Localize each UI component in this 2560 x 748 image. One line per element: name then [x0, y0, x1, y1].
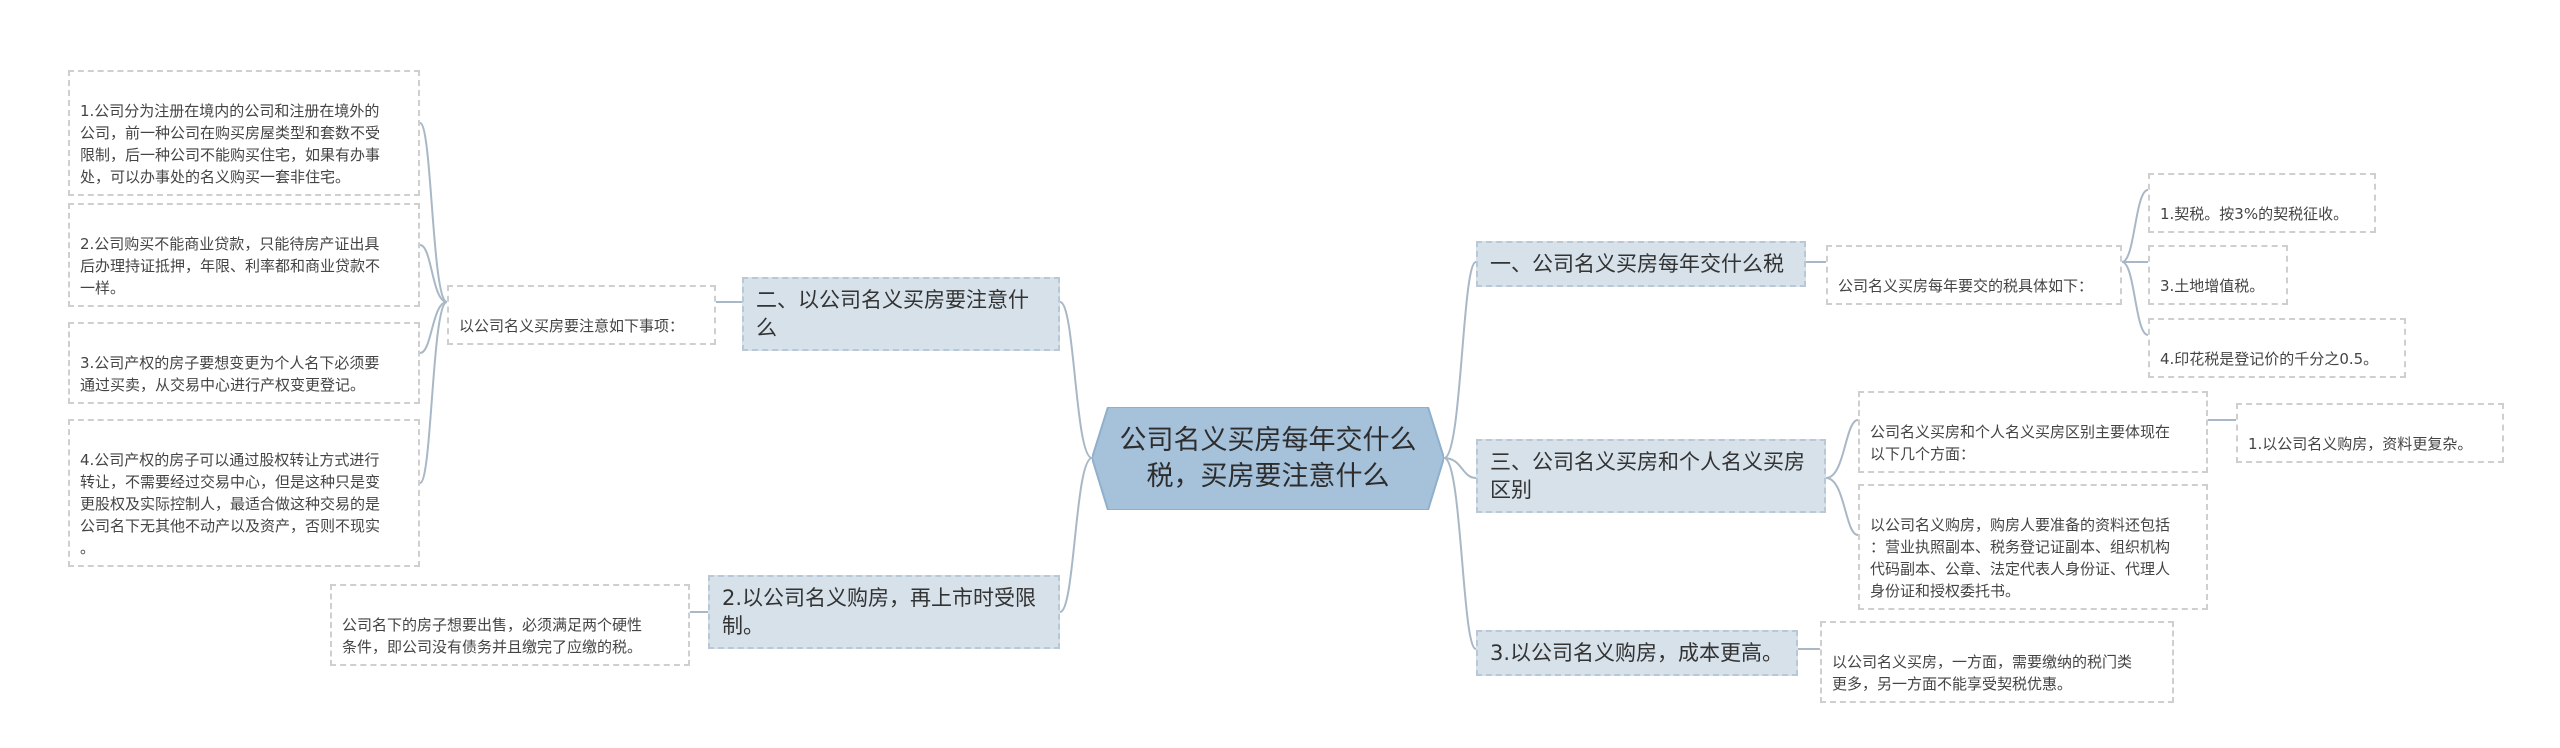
link-root-cost [1443, 457, 1477, 650]
tax-item-3[interactable]: 4.印花税是登记价的千分之0.5。 [2148, 318, 2406, 378]
branch-taxes[interactable]: 一、公司名义买房每年交什么税 [1476, 241, 1806, 287]
attention-item-4-text: 4.公司产权的房子可以通过股权转让方式进行 转让，不需要经过交易中心，但是这种只… [80, 451, 381, 557]
link-intro-item4 [419, 301, 448, 484]
link-intro-item1 [419, 122, 448, 303]
attention-item-1[interactable]: 1.公司分为注册在境内的公司和注册在境外的 公司，前一种公司在购买房屋类型和套数… [68, 70, 420, 196]
branch-taxes-label: 一、公司名义买房每年交什么税 [1490, 252, 1784, 276]
taxes-intro[interactable]: 公司名义买房每年要交的税具体如下： [1826, 245, 2122, 305]
branch-difference-label: 三、公司名义买房和个人名义买房 区别 [1490, 450, 1805, 502]
link-root-difference [1443, 457, 1477, 479]
root-hexagon [1092, 407, 1444, 510]
attention-item-1-text: 1.公司分为注册在境内的公司和注册在境外的 公司，前一种公司在购买房屋类型和套数… [80, 102, 381, 186]
attention-intro[interactable]: 以公司名义买房要注意如下事项： [447, 285, 716, 345]
branch-attention-label: 二、以公司名义买房要注意什么 [756, 288, 1029, 340]
difference-detail[interactable]: 以公司名义购房，购房人要准备的资料还包括 ：营业执照副本、税务登记证副本、组织机… [1858, 484, 2208, 610]
branch-resale[interactable]: 2.以公司名义购房，再上市时受限 制。 [708, 575, 1060, 649]
root-topic[interactable]: 公司名义买房每年交什么 税，买房要注意什么 [1092, 407, 1444, 510]
branch-attention[interactable]: 二、以公司名义买房要注意什么 [742, 277, 1060, 351]
attention-item-3-text: 3.公司产权的房子要想变更为个人名下必须要 通过买卖，从交易中心进行产权变更登记… [80, 354, 380, 394]
tax-item-1[interactable]: 1.契税。按3%的契税征收。 [2148, 173, 2376, 233]
attention-item-3[interactable]: 3.公司产权的房子要想变更为个人名下必须要 通过买卖，从交易中心进行产权变更登记… [68, 322, 420, 404]
tax-item-3-text: 4.印花税是登记价的千分之0.5。 [2160, 350, 2379, 368]
link-difference-detail [1825, 477, 1859, 536]
link-difference-intro [1825, 419, 1859, 479]
resale-detail[interactable]: 公司名下的房子想要出售，必须满足两个硬性 条件，即公司没有债务并且缴完了应缴的税… [330, 584, 690, 666]
difference-intro[interactable]: 公司名义买房和个人名义买房区别主要体现在 以下几个方面： [1858, 391, 2208, 473]
link-taxes-item1 [2121, 189, 2149, 263]
link-root-attention [1059, 301, 1093, 459]
link-root-taxes [1443, 261, 1477, 459]
attention-item-4[interactable]: 4.公司产权的房子可以通过股权转让方式进行 转让，不需要经过交易中心，但是这种只… [68, 419, 420, 567]
cost-detail-text: 以公司名义买房，一方面，需要缴纳的税门类 更多，另一方面不能享受契税优惠。 [1832, 653, 2133, 693]
root-label: 公司名义买房每年交什么 税，买房要注意什么 [1119, 424, 1417, 492]
link-intro-item3 [419, 301, 448, 354]
branch-cost[interactable]: 3.以公司名义购房，成本更高。 [1476, 630, 1798, 676]
attention-item-2-text: 2.公司购买不能商业贷款，只能待房产证出具 后办理持证抵押，年限、利率都和商业贷… [80, 235, 381, 297]
attention-item-2[interactable]: 2.公司购买不能商业贷款，只能待房产证出具 后办理持证抵押，年限、利率都和商业贷… [68, 203, 420, 307]
tax-item-2[interactable]: 3.土地增值税。 [2148, 245, 2288, 305]
tax-item-2-text: 3.土地增值税。 [2160, 277, 2265, 295]
difference-sub[interactable]: 1.以公司名义购房，资料更复杂。 [2236, 403, 2504, 463]
cost-detail[interactable]: 以公司名义买房，一方面，需要缴纳的税门类 更多，另一方面不能享受契税优惠。 [1820, 621, 2174, 703]
difference-intro-label: 公司名义买房和个人名义买房区别主要体现在 以下几个方面： [1870, 423, 2171, 463]
branch-resale-label: 2.以公司名义购房，再上市时受限 制。 [722, 586, 1037, 638]
tax-item-1-text: 1.契税。按3%的契税征收。 [2160, 205, 2349, 223]
branch-difference[interactable]: 三、公司名义买房和个人名义买房 区别 [1476, 439, 1826, 513]
resale-detail-text: 公司名下的房子想要出售，必须满足两个硬性 条件，即公司没有债务并且缴完了应缴的税… [342, 616, 643, 656]
link-intro-item2 [419, 244, 448, 303]
taxes-intro-label: 公司名义买房每年要交的税具体如下： [1838, 277, 2094, 295]
attention-intro-label: 以公司名义买房要注意如下事项： [459, 317, 685, 335]
link-taxes-item3 [2121, 261, 2149, 336]
difference-sub-label: 1.以公司名义购房，资料更复杂。 [2248, 435, 2473, 453]
link-root-resale [1059, 457, 1093, 613]
difference-detail-text: 以公司名义购房，购房人要准备的资料还包括 ：营业执照副本、税务登记证副本、组织机… [1870, 516, 2171, 600]
branch-cost-label: 3.以公司名义购房，成本更高。 [1490, 641, 1784, 665]
